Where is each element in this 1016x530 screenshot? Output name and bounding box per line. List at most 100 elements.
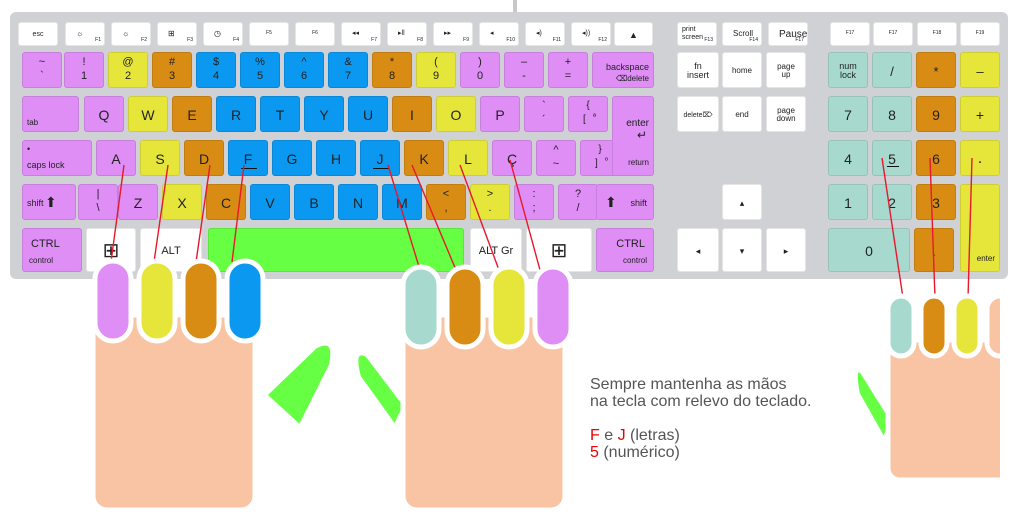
key-1[interactable]: !1 [64, 52, 104, 88]
key-space[interactable]: – [960, 52, 1000, 88]
key-z[interactable]: Z [118, 184, 158, 220]
key-y[interactable]: Y [304, 96, 344, 132]
key-f3[interactable]: ⊞F3 [157, 22, 197, 46]
key-space[interactable]: * [916, 52, 956, 88]
key-space[interactable]: ?/ [558, 184, 598, 220]
key-esc[interactable]: esc [18, 22, 58, 46]
key-f19[interactable]: F19 [960, 22, 1000, 46]
key-2[interactable]: 2 [872, 184, 912, 220]
key-5[interactable]: 5 [872, 140, 912, 176]
key-g[interactable]: G [272, 140, 312, 176]
key-0[interactable]: )0 [460, 52, 500, 88]
key-space[interactable]: `´ [524, 96, 564, 132]
key-space[interactable]: ▲ [614, 22, 653, 46]
key-l[interactable]: L [448, 140, 488, 176]
key-space[interactable]: <, [426, 184, 466, 220]
key-7[interactable]: &7 [328, 52, 368, 88]
key-b[interactable]: B [294, 184, 334, 220]
key-f5[interactable]: F5 [249, 22, 289, 46]
key-space[interactable]: ▴ [722, 184, 762, 220]
key-t[interactable]: T [260, 96, 300, 132]
key-shift[interactable]: ⬆shift [22, 184, 76, 220]
key-space[interactable]: Ç [492, 140, 532, 176]
key-2[interactable]: @2 [108, 52, 148, 88]
key-9[interactable]: 9 [916, 96, 956, 132]
key-5[interactable]: %5 [240, 52, 280, 88]
key-space[interactable]: ~` [22, 52, 62, 88]
key-space[interactable]: += [548, 52, 588, 88]
key-6[interactable]: ^6 [284, 52, 324, 88]
key-f17[interactable]: F17 [830, 22, 870, 46]
key-space[interactable]: ▸ [766, 228, 806, 272]
key-home[interactable]: home [722, 52, 762, 88]
key-a[interactable]: A [96, 140, 136, 176]
key-f12[interactable]: ◂))F12 [571, 22, 611, 46]
key-space[interactable]: ◂ [677, 228, 719, 272]
key-p[interactable]: P [480, 96, 520, 132]
key-v[interactable]: V [250, 184, 290, 220]
key-0[interactable]: 0 [828, 228, 910, 272]
key-space[interactable]: |\ [78, 184, 118, 220]
key-f11[interactable]: ◂)F11 [525, 22, 565, 46]
key-9[interactable]: (9 [416, 52, 456, 88]
key-delete[interactable]: delete⌦ [677, 96, 719, 132]
key-space[interactable]: . [914, 228, 954, 272]
key-8[interactable]: 8 [872, 96, 912, 132]
key-j[interactable]: J [360, 140, 400, 176]
key-4[interactable]: $4 [196, 52, 236, 88]
key-u[interactable]: U [348, 96, 388, 132]
key-capslock[interactable]: •caps lock [22, 140, 92, 176]
key-space[interactable]: :; [514, 184, 554, 220]
key-7[interactable]: 7 [828, 96, 868, 132]
key-x[interactable]: X [162, 184, 202, 220]
key-end[interactable]: end [722, 96, 762, 132]
key-k[interactable]: K [404, 140, 444, 176]
key-space[interactable]: ^~ [536, 140, 576, 176]
key-f[interactable]: F [228, 140, 268, 176]
key-d[interactable]: D [184, 140, 224, 176]
key-n[interactable]: N [338, 184, 378, 220]
key-8[interactable]: *8 [372, 52, 412, 88]
key-f4[interactable]: ◷F4 [203, 22, 243, 46]
key-4[interactable]: 4 [828, 140, 868, 176]
key-f17[interactable]: F17 [873, 22, 913, 46]
key-f9[interactable]: ▸▸F9 [433, 22, 473, 46]
key-enter[interactable]: enter [960, 184, 1000, 272]
key-m[interactable]: M [382, 184, 422, 220]
key-space[interactable]: –- [504, 52, 544, 88]
key-3[interactable]: #3 [152, 52, 192, 88]
key-shift[interactable]: ⬆shift [596, 184, 654, 220]
key-f6[interactable]: F6 [295, 22, 335, 46]
key-enterreturn[interactable]: enter↵return [612, 96, 654, 176]
key-space[interactable]: / [872, 52, 912, 88]
key-o[interactable]: O [436, 96, 476, 132]
key-1[interactable]: 1 [828, 184, 868, 220]
key-q[interactable]: Q [84, 96, 124, 132]
key-r[interactable]: R [216, 96, 256, 132]
key-f2[interactable]: ☼F2 [111, 22, 151, 46]
key-space[interactable]: . [960, 140, 1000, 176]
key-h[interactable]: H [316, 140, 356, 176]
key-space[interactable]: {[ª [568, 96, 608, 132]
key-f1[interactable]: ☼F1 [65, 22, 105, 46]
key-i[interactable]: I [392, 96, 432, 132]
key-f7[interactable]: ◂◂F7 [341, 22, 381, 46]
key-f10[interactable]: ◂F10 [479, 22, 519, 46]
key-space[interactable]: + [960, 96, 1000, 132]
key-f18[interactable]: F18 [917, 22, 957, 46]
key-space[interactable]: ▾ [722, 228, 762, 272]
key-3[interactable]: 3 [916, 184, 956, 220]
key-6[interactable]: 6 [916, 140, 956, 176]
key-c[interactable]: C [206, 184, 246, 220]
key-space[interactable]: >. [470, 184, 510, 220]
